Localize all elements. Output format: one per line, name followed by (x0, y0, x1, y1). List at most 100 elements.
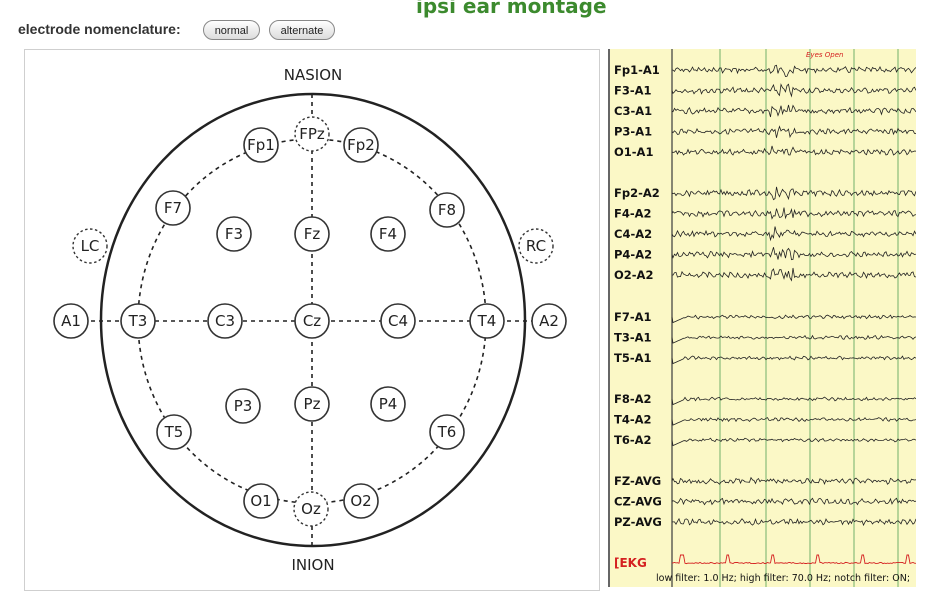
electrode-oz[interactable]: Oz (293, 491, 329, 527)
electrode-label: F4 (379, 225, 397, 243)
electrode-circle (207, 303, 243, 339)
electrode-label: Oz (301, 500, 321, 518)
electrode-fp2[interactable]: Fp2 (343, 127, 379, 163)
electrode-circle (155, 190, 191, 226)
electrode-circle (469, 303, 505, 339)
eeg-trace (671, 497, 916, 506)
electrode-circle (225, 388, 261, 424)
eeg-trace (671, 355, 916, 365)
electrode-fp1[interactable]: Fp1 (243, 127, 279, 163)
electrode-circle (72, 228, 108, 264)
eeg-trace (671, 83, 916, 98)
channel-label: O1-A1 (614, 145, 653, 159)
channel-label: Fp1-A1 (614, 63, 660, 77)
electrode-t3[interactable]: T3 (120, 303, 156, 339)
eyes-open-annotation: Eyes Open (806, 51, 843, 59)
eeg-trace (671, 517, 916, 527)
electrode-circle (216, 216, 252, 252)
electrode-label: Fz (304, 225, 321, 243)
electrode-label: T5 (164, 423, 184, 441)
nomenclature-label: electrode nomenclature: (18, 21, 181, 37)
channel-label: Fp2-A2 (614, 186, 660, 200)
eeg-trace (671, 396, 916, 406)
eeg-trace (671, 104, 916, 118)
channel-label: C4-A2 (614, 227, 652, 241)
eeg-time-grid (671, 49, 899, 587)
electrode-f4[interactable]: F4 (370, 216, 406, 252)
electrode-c4[interactable]: C4 (380, 303, 416, 339)
ekg-label: [EKG (614, 556, 647, 570)
electrode-circle (293, 491, 329, 527)
electrode-label: C3 (215, 312, 235, 330)
electrode-p4[interactable]: P4 (370, 386, 406, 422)
channel-label: T4-A2 (614, 413, 652, 427)
electrode-f3[interactable]: F3 (216, 216, 252, 252)
channel-label: CZ-AVG (614, 495, 662, 509)
eeg-traces: Fp1-A1F3-A1C3-A1P3-A1O1-A1Fp2-A2F4-A2C4-… (614, 49, 916, 587)
channel-label: PZ-AVG (614, 515, 662, 529)
channel-label: T6-A2 (614, 433, 652, 447)
electrode-label: P3 (234, 397, 253, 415)
electrode-c3[interactable]: C3 (207, 303, 243, 339)
electrode-circle (370, 386, 406, 422)
electrode-rc[interactable]: RC (518, 228, 554, 264)
electrode-label: O2 (350, 492, 371, 510)
channel-label: F8-A2 (614, 392, 652, 406)
electrode-label: T4 (477, 312, 497, 330)
electrode-circle (429, 192, 465, 228)
electrode-f7[interactable]: F7 (155, 190, 191, 226)
electrode-circle (243, 483, 279, 519)
electrode-circle (294, 386, 330, 422)
inion-label: INION (291, 556, 334, 574)
electrode-o2[interactable]: O2 (343, 483, 379, 519)
normal-nomenclature-button[interactable]: normal (203, 20, 260, 40)
eeg-trace (671, 437, 916, 447)
channel-label: FZ-AVG (614, 474, 661, 488)
electrode-label: T6 (437, 423, 457, 441)
eeg-trace (671, 334, 916, 344)
electrode-label: A1 (61, 312, 81, 330)
eeg-trace (671, 226, 916, 242)
electrode-circle (343, 127, 379, 163)
channel-label: F4-A2 (614, 207, 652, 221)
electrode-label: O1 (250, 492, 271, 510)
channel-label: T5-A1 (614, 351, 652, 365)
electrode-p3[interactable]: P3 (225, 388, 261, 424)
eeg-trace (671, 186, 916, 201)
electrode-o1[interactable]: O1 (243, 483, 279, 519)
electrode-circle (294, 116, 330, 152)
electrode-label: C4 (388, 312, 408, 330)
electrode-pz[interactable]: Pz (294, 386, 330, 422)
channel-label: O2-A2 (614, 268, 653, 282)
electrode-a1[interactable]: A1 (53, 303, 89, 339)
eeg-trace (671, 247, 916, 261)
eeg-trace (671, 145, 916, 156)
electrode-t6[interactable]: T6 (429, 414, 465, 450)
electrode-t4[interactable]: T4 (469, 303, 505, 339)
electrode-fz[interactable]: Fz (294, 216, 330, 252)
electrode-label: T3 (128, 312, 148, 330)
eeg-trace (671, 476, 916, 485)
filter-settings-text: low filter: 1.0 Hz; high filter: 70.0 Hz… (656, 573, 910, 584)
eeg-trace (671, 417, 916, 426)
electrode-f8[interactable]: F8 (429, 192, 465, 228)
electrode-a2[interactable]: A2 (531, 303, 567, 339)
electrode-circle (531, 303, 567, 339)
electrode-fpz[interactable]: FPz (294, 116, 330, 152)
montage-title: ipsi ear montage (416, 0, 607, 18)
electrode-circle (380, 303, 416, 339)
electrode-circle (243, 127, 279, 163)
electrode-cz[interactable]: Cz (294, 303, 330, 339)
electrode-circle (120, 303, 156, 339)
alternate-nomenclature-button[interactable]: alternate (269, 20, 335, 40)
electrode-t5[interactable]: T5 (156, 414, 192, 450)
eeg-trace (671, 314, 916, 324)
electrode-circle (429, 414, 465, 450)
electrode-label: Cz (303, 312, 321, 330)
electrode-lc[interactable]: LC (72, 228, 108, 264)
electrode-label: LC (81, 237, 100, 255)
channel-label: P4-A2 (614, 248, 652, 262)
electrode-circle (294, 303, 330, 339)
eeg-trace (671, 125, 916, 139)
